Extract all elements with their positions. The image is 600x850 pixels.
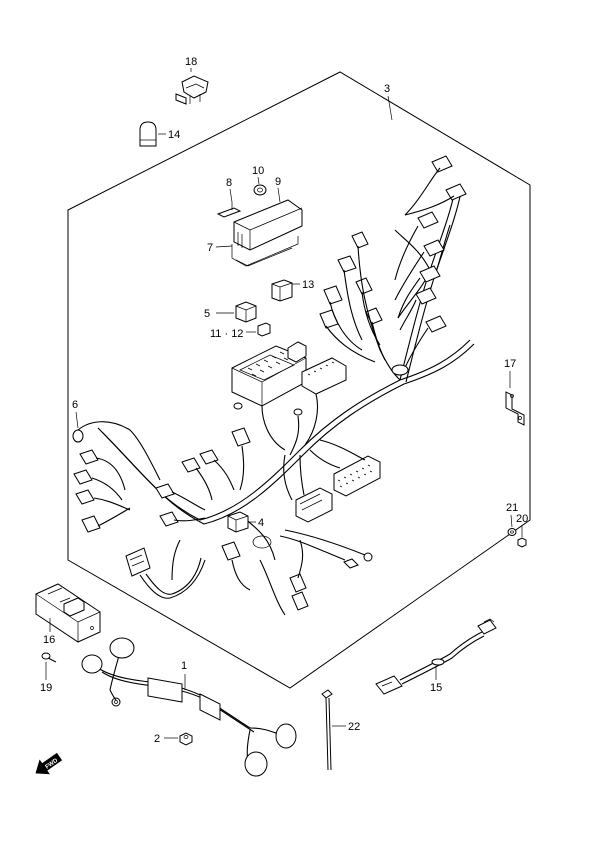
part-11-12-fuse — [257, 322, 271, 337]
callout-9: 9 — [275, 176, 281, 188]
callout-4: 4 — [258, 517, 264, 529]
callout-7: 7 — [207, 242, 213, 254]
part-9-fuse-box — [233, 199, 303, 251]
part-2-nut — [179, 732, 193, 746]
part-4-relay — [227, 511, 272, 549]
part-13-relay — [271, 279, 293, 302]
part-16-bracket — [35, 583, 101, 643]
callout-13: 13 — [302, 279, 314, 291]
callout-2: 2 — [154, 733, 160, 745]
callout-1: 1 — [181, 660, 187, 672]
callout-22: 22 — [348, 721, 360, 733]
leader-7 — [215, 245, 233, 248]
callout-17: 17 — [504, 358, 516, 370]
callout-21: 21 — [506, 502, 518, 514]
leader-10 — [257, 176, 260, 185]
fwd-arrow: FWD — [35, 752, 63, 775]
part-1-battery-cable — [81, 637, 297, 777]
part-14-cap — [139, 121, 157, 147]
part-8-clip — [216, 202, 242, 218]
part-7-bracket — [231, 236, 299, 267]
leader-9 — [277, 187, 281, 203]
part-20-nut — [517, 537, 527, 548]
part-10-grommet — [253, 184, 267, 196]
callout-11-12: 11 · 12 — [210, 328, 243, 340]
leader-6 — [75, 411, 79, 429]
leader-21 — [510, 514, 513, 528]
callout-5: 5 — [204, 308, 210, 320]
callout-18: 18 — [185, 56, 197, 68]
callout-19: 19 — [40, 682, 52, 694]
connector — [431, 155, 453, 173]
part-18-clip — [175, 75, 209, 105]
part-3-wiring-harness — [72, 155, 475, 616]
callout-3: 3 — [384, 83, 390, 95]
assembly-outline — [67, 71, 531, 689]
callout-10: 10 — [252, 165, 264, 177]
callout-8: 8 — [226, 177, 232, 189]
callout-20: 20 — [516, 513, 528, 525]
leader-3 — [387, 95, 393, 121]
callout-16: 16 — [43, 634, 55, 646]
part-21-washer — [507, 528, 517, 536]
callout-15: 15 — [430, 682, 442, 694]
part-19-screw — [41, 652, 57, 663]
part-5-relay — [235, 301, 257, 323]
leader-8 — [229, 188, 233, 203]
callout-14: 14 — [168, 129, 180, 141]
part-17-bracket — [505, 391, 525, 426]
part-22-cable-tie — [321, 689, 333, 771]
part-15-extension-harness — [375, 618, 497, 695]
callout-6: 6 — [72, 399, 78, 411]
